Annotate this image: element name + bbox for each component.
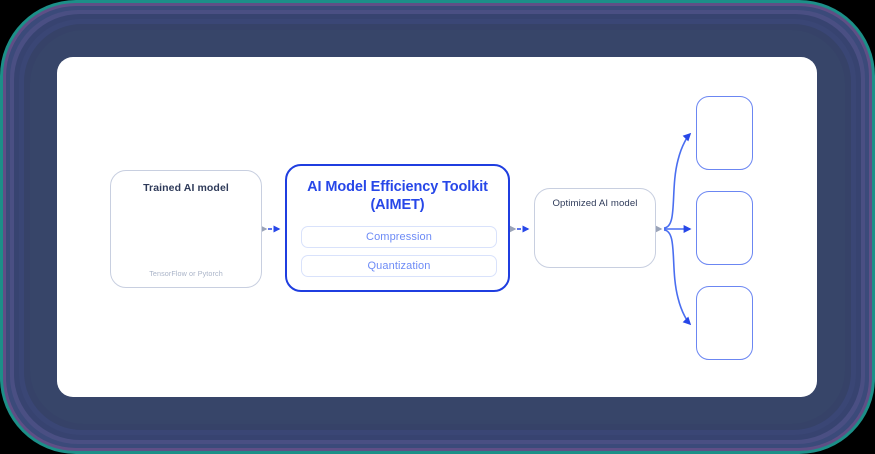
aimet-title-line2: (AIMET): [370, 197, 425, 213]
target-box-iot[interactable]: [696, 96, 753, 170]
trained-model-subtitle: TensorFlow or Pytorch: [149, 269, 223, 278]
trained-model-box[interactable]: Trained AI model TensorFlow or Pytorch: [110, 170, 262, 288]
optimized-model-title: Optimized AI model: [552, 198, 638, 209]
optimized-model-box[interactable]: Optimized AI model: [534, 188, 656, 268]
target-box-automotive[interactable]: [696, 286, 753, 360]
target-box-phone[interactable]: [696, 191, 753, 265]
aimet-feature-quantization[interactable]: Quantization: [301, 255, 497, 277]
aimet-feature-compression[interactable]: Compression: [301, 226, 497, 248]
aimet-toolkit-box[interactable]: AI Model Efficiency Toolkit (AIMET) Comp…: [285, 164, 510, 292]
trained-model-title: Trained AI model: [143, 182, 229, 194]
aimet-title: AI Model Efficiency Toolkit (AIMET): [287, 178, 508, 214]
aimet-title-line1: AI Model Efficiency Toolkit: [307, 179, 488, 195]
